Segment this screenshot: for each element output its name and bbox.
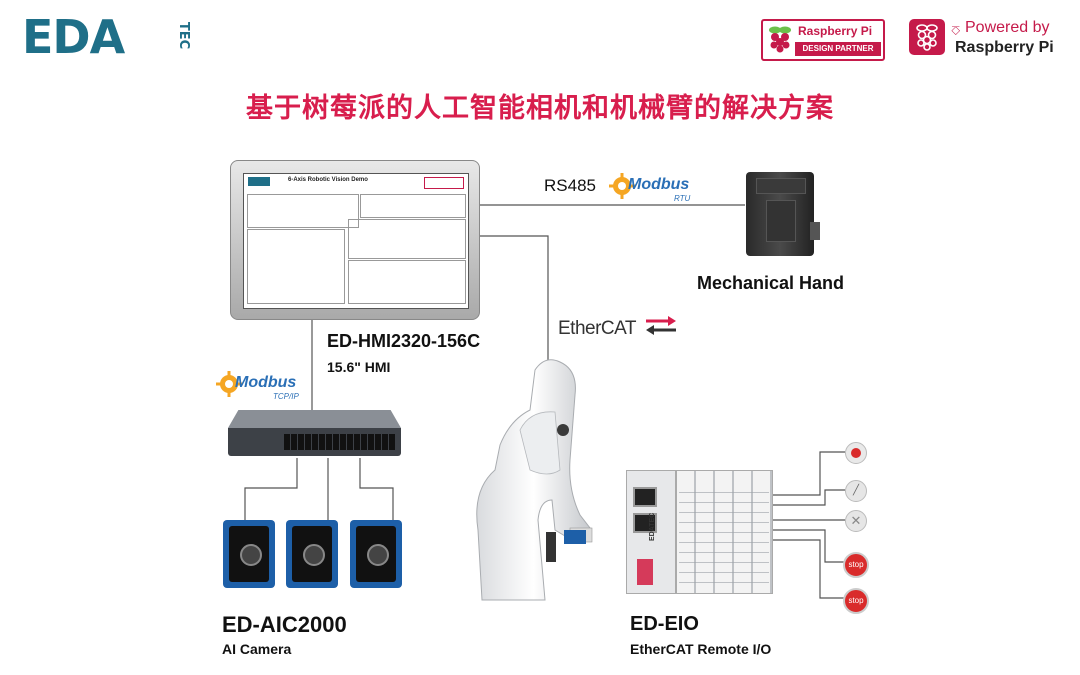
stop-button-icon: stop <box>843 552 869 578</box>
hmi-screen-logo <box>248 177 270 186</box>
camera-desc: AI Camera <box>222 641 291 657</box>
hmi-panel-left <box>247 194 359 228</box>
camera-lens-icon <box>367 544 389 566</box>
hmi-panel-params <box>348 219 466 259</box>
robot-arm <box>460 350 635 605</box>
eio-coupler: EDATEC <box>626 470 676 594</box>
sensor-icon: ╱ <box>845 480 867 502</box>
eio-module: EDATEC <box>626 470 771 592</box>
eio-name: ED-EIO <box>630 613 699 636</box>
hmi-name: ED-HMI2320-156C <box>327 331 480 352</box>
modbus-tcp-text: TCP/IP <box>273 392 299 401</box>
lamp-icon: ✕ <box>845 510 867 532</box>
modbus-rtu-text: RTU <box>674 194 690 203</box>
camera-lens-icon <box>303 544 325 566</box>
eio-terminals <box>676 470 773 594</box>
hmi-screen-badge <box>424 177 464 189</box>
hmi-device: 6-Axis Robotic Vision Demo <box>230 160 480 320</box>
ethercat-text: EtherCAT <box>558 318 636 340</box>
modbus-text: Modbus <box>628 176 689 194</box>
hmi-panel-grid <box>348 260 466 304</box>
stop-button-icon: stop <box>843 588 869 614</box>
eio-status-window <box>637 559 653 585</box>
hmi-screen-title: 6-Axis Robotic Vision Demo <box>288 177 368 183</box>
stop-label: stop <box>848 596 863 605</box>
ethercat-arrows-icon <box>644 315 678 337</box>
eio-desc: EtherCAT Remote I/O <box>630 641 771 657</box>
ethercat-logo: EtherCAT <box>558 315 680 345</box>
modbus-tcp-logo: Modbus TCP/IP <box>215 370 310 404</box>
ai-camera-3 <box>350 520 402 588</box>
ai-camera-1 <box>223 520 275 588</box>
ethernet-port-icon <box>633 487 657 507</box>
gripper-device <box>746 172 814 256</box>
modbus-text: Modbus <box>235 374 296 392</box>
modbus-rtu-logo: Modbus RTU <box>608 172 703 206</box>
network-switch <box>228 410 401 458</box>
camera-name: ED-AIC2000 <box>222 612 347 638</box>
switch-ports <box>284 434 396 450</box>
hmi-panel-camera <box>247 229 345 304</box>
hmi-panel-top-right <box>360 194 466 218</box>
hand-name: Mechanical Hand <box>697 273 844 294</box>
red-button-icon <box>845 442 867 464</box>
stop-label: stop <box>848 560 863 569</box>
camera-lens-icon <box>240 544 262 566</box>
rs485-label: RS485 <box>544 176 596 196</box>
ai-camera-2 <box>286 520 338 588</box>
eio-body-label: EDATEC <box>649 513 656 541</box>
hmi-screen: 6-Axis Robotic Vision Demo <box>243 173 469 309</box>
hmi-spec: 15.6" HMI <box>327 359 390 375</box>
